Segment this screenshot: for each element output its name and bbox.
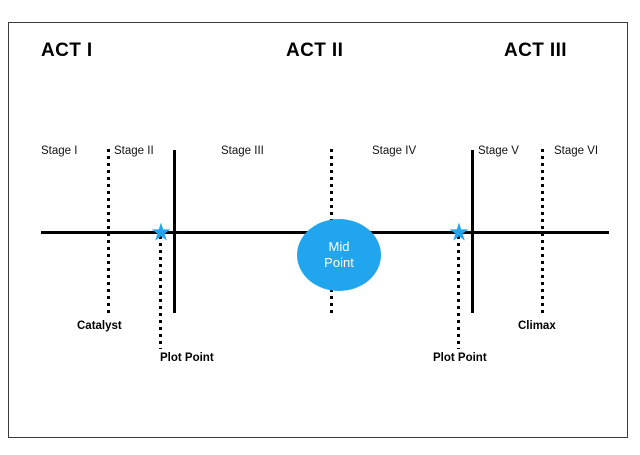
midpoint-label-line-2: Point xyxy=(324,255,354,270)
stage-label-3: Stage III xyxy=(221,145,264,157)
callout-plot-point-1: Plot Point xyxy=(160,352,214,364)
callout-catalyst: Catalyst xyxy=(77,320,122,332)
stage-label-1: Stage I xyxy=(41,145,78,157)
stage-label-4: Stage IV xyxy=(372,145,417,157)
plot-point-2-star-icon xyxy=(449,222,469,242)
act-title-3: ACT III xyxy=(504,40,567,61)
midpoint-label-line-1: Mid xyxy=(328,238,350,254)
plot-point-2-marker-line xyxy=(457,229,460,349)
act-title-1: ACT I xyxy=(41,40,93,61)
callout-climax: Climax xyxy=(518,320,556,332)
callout-plot-point-2: Plot Point xyxy=(433,352,487,364)
plot-point-1-star-icon xyxy=(151,222,171,242)
midpoint-badge: Mid Point xyxy=(297,219,381,291)
stage-label-5: Stage V xyxy=(478,145,519,157)
stage-label-6: Stage VI xyxy=(554,145,599,157)
stage-label-2: Stage II xyxy=(114,145,154,157)
act-title-2: ACT II xyxy=(286,40,344,61)
plot-point-1-marker-line xyxy=(159,229,162,349)
diagram-frame: ACT I ACT II ACT III Stage I Stage II St… xyxy=(8,22,628,438)
